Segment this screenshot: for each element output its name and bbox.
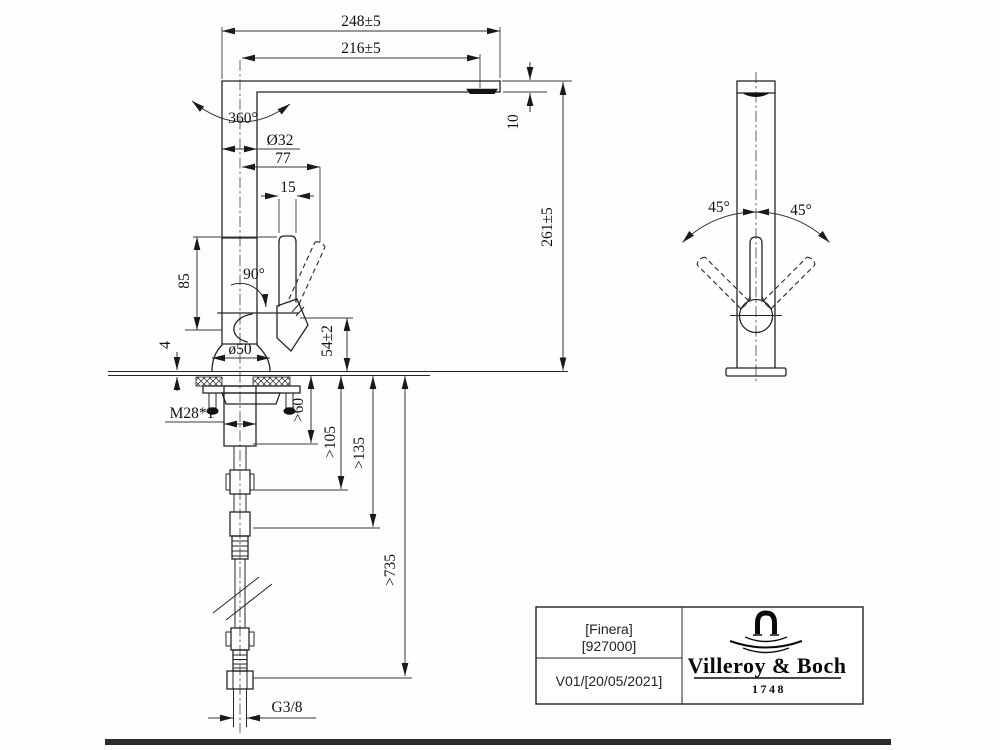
supply-hoses	[212, 446, 273, 727]
dim-base-diameter: ø50	[228, 341, 252, 358]
gasket-hatch-left	[195, 376, 223, 387]
fixing-screw-foot-left	[206, 407, 219, 415]
dim-hose-length: >735	[382, 554, 399, 586]
title-block: [Finera] [927000] V01/[20/05/2021] Ville…	[535, 606, 864, 705]
dim-connection: G3/8	[272, 699, 303, 716]
threaded-shank	[223, 385, 257, 447]
dim-handle-reach: 77	[275, 150, 291, 167]
handle-45-left-dashed	[696, 256, 750, 310]
front-view: 45° 45°	[682, 72, 830, 384]
dim-spout-reach-inner: 216±5	[341, 40, 381, 57]
logo-arch-icon	[755, 610, 777, 634]
dim-clearance-mid: >105	[322, 426, 339, 458]
dim-clearance-low: >135	[351, 437, 368, 469]
villeroy-boch-logo: Villeroy & Boch 1748	[687, 610, 846, 696]
aerator-outlet	[466, 88, 498, 94]
sheet-bottom-border	[105, 739, 891, 745]
g38-nut	[226, 670, 254, 690]
dim-column-diameter: Ø32	[267, 132, 294, 149]
fixing-set	[202, 385, 301, 447]
dim-base-height: 54±2	[319, 325, 336, 357]
dim-clearance-shank: >60	[290, 398, 307, 422]
handle-side	[276, 235, 326, 353]
brand-year: 1748	[752, 682, 786, 696]
dim-handle-width: 15	[280, 179, 296, 196]
product-code: [927000]	[582, 638, 637, 654]
brand-name: Villeroy & Boch	[687, 653, 846, 678]
dim-handle-height: 85	[176, 273, 193, 289]
front-aerator	[742, 93, 770, 97]
dim-spout-thickness: 10	[505, 114, 522, 130]
product-name: [Finera]	[585, 621, 632, 637]
countertop	[108, 371, 568, 387]
dim-spout-reach: 248±5	[341, 13, 381, 30]
handle-90deg-arc	[230, 282, 269, 308]
spout-and-column	[221, 80, 501, 345]
dim-thread: M28*1	[170, 405, 215, 422]
dim-swing-left: 45°	[708, 199, 730, 216]
drawing-version: V01/[20/05/2021]	[556, 673, 663, 689]
gasket-hatch-right	[252, 376, 291, 387]
dim-deck-thickness: 4	[157, 341, 174, 349]
base-flange	[211, 312, 299, 372]
dimension-lines	[173, 27, 567, 722]
dim-spout-height: 261±5	[539, 207, 556, 247]
extension-lines	[165, 27, 572, 679]
break-symbol	[212, 576, 273, 621]
swivel-arc	[191, 100, 291, 123]
side-view: 248±5 216±5 10 261±5 360° Ø32 77 15 85 9…	[108, 13, 572, 733]
handle-45-right-dashed	[762, 256, 816, 310]
handle-open-position-dashed	[288, 241, 326, 305]
dim-swing-right: 45°	[790, 202, 812, 219]
dim-swivel-angle: 360°	[228, 110, 257, 127]
dimension-labels: 248±5 216±5 10 261±5 360° Ø32 77 15 85 9…	[157, 13, 556, 716]
dim-handle-open-angle: 90°	[243, 266, 265, 283]
front-angle-arcs	[682, 208, 830, 243]
fixing-screw-foot-right	[283, 407, 296, 415]
logo-wave-icon	[744, 636, 788, 643]
